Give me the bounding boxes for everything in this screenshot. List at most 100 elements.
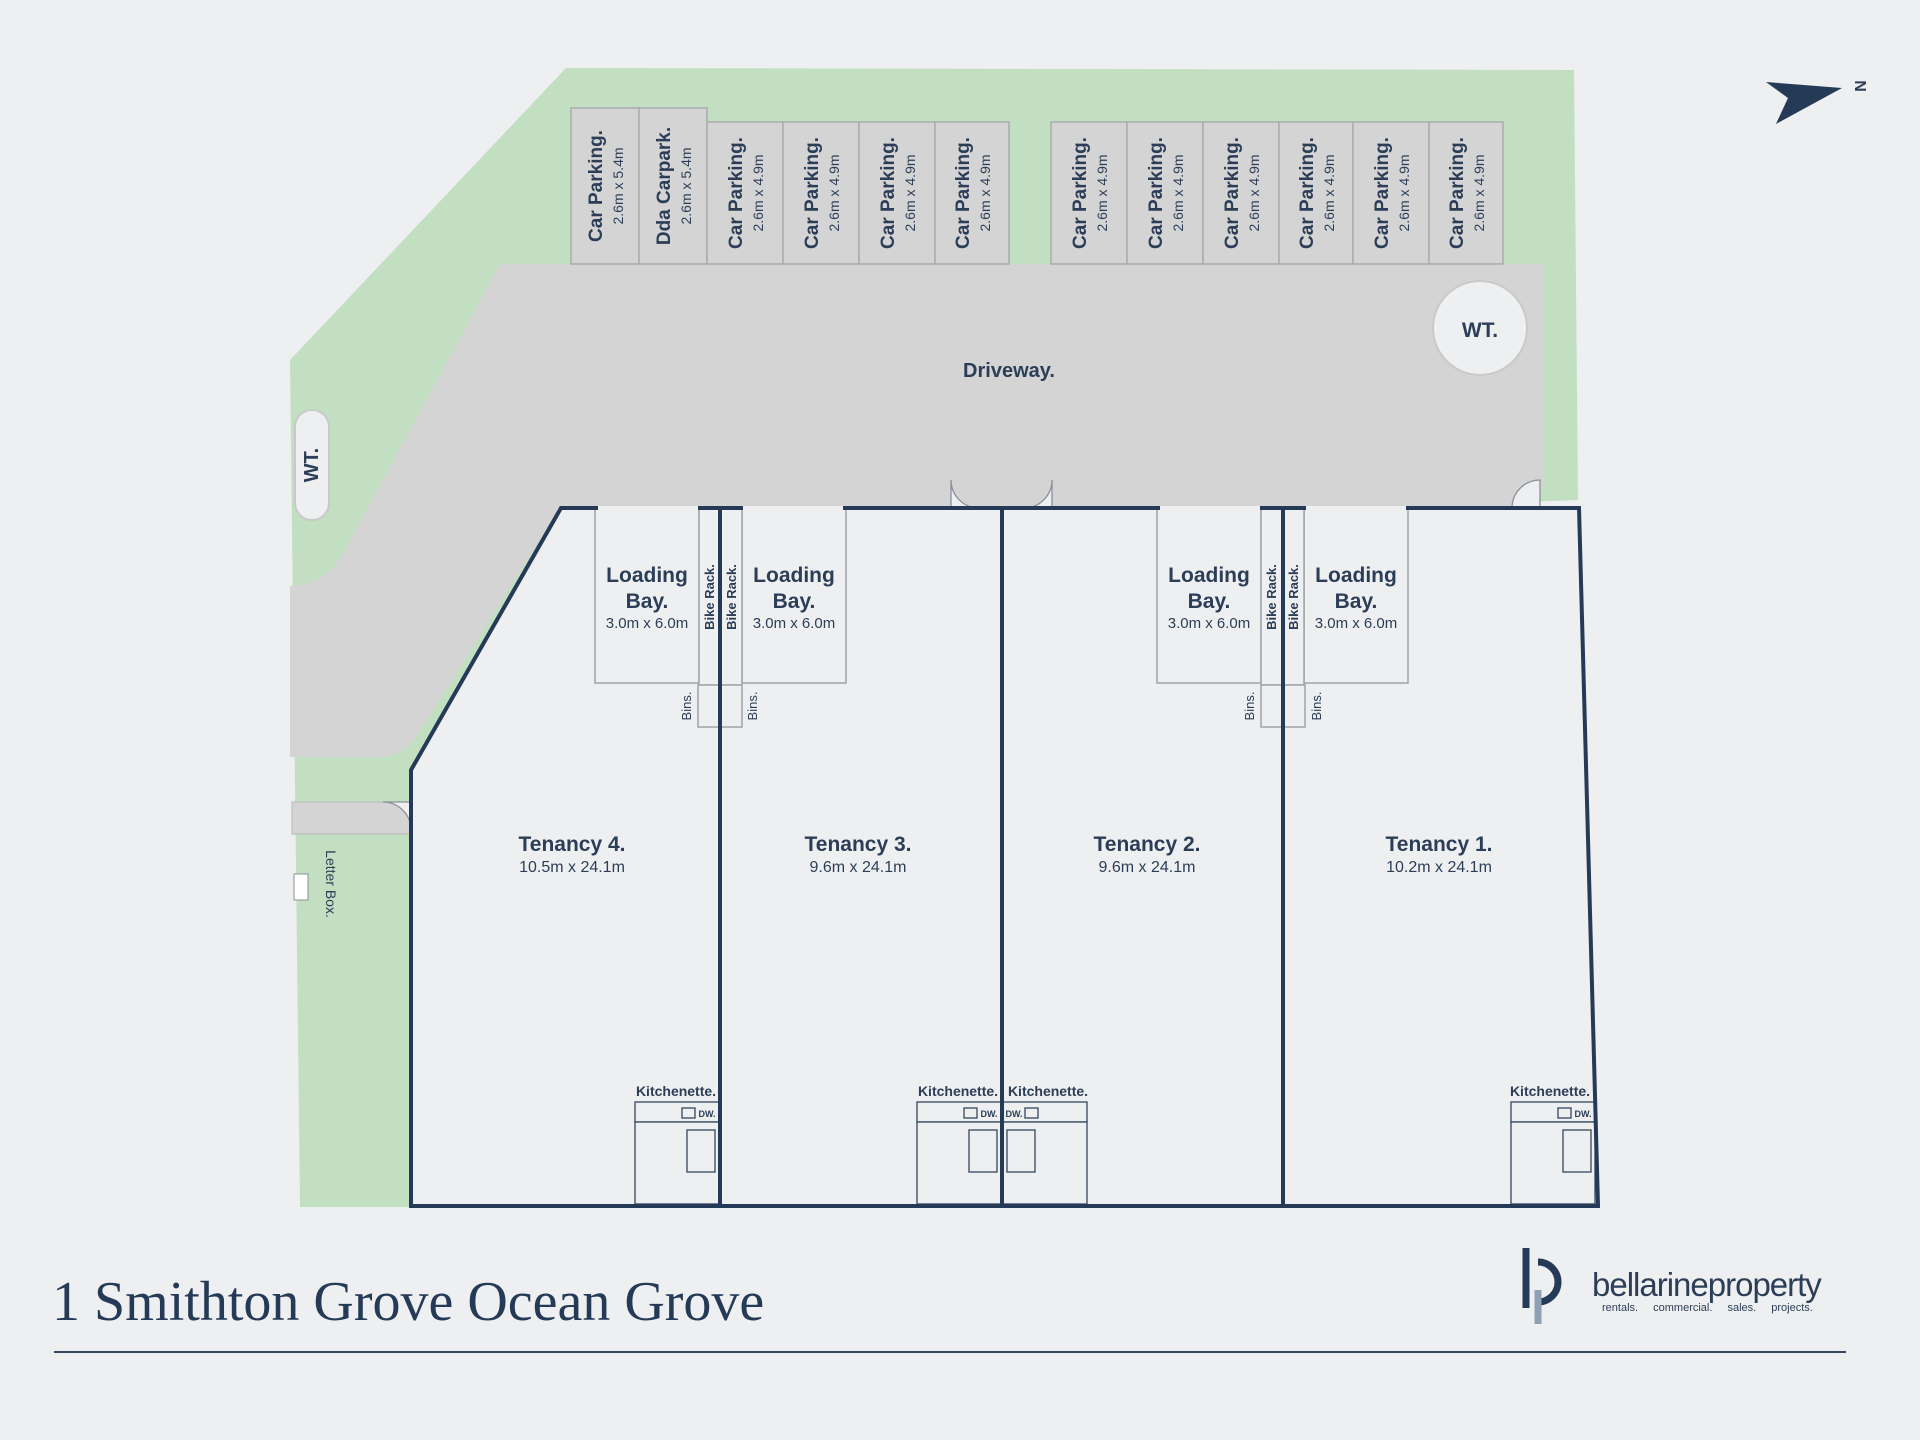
dishwasher-label: DW. <box>981 1109 998 1119</box>
parking-label: Car Parking. <box>1297 137 1318 249</box>
footer-divider <box>54 1351 1846 1353</box>
parking-size: 2.6m x 4.9m <box>1321 154 1337 231</box>
letter-box <box>293 873 309 901</box>
kitchenettes <box>634 1101 1596 1205</box>
parking-label: Car Parking. <box>1146 137 1167 249</box>
brand-tagline: rentals. commercial. sales. projects. <box>1602 1302 1813 1314</box>
driveway-strip <box>291 801 411 835</box>
bins <box>1282 684 1306 728</box>
dishwasher-label: DW. <box>1006 1109 1023 1119</box>
tenancy-size: 9.6m x 24.1m <box>810 859 907 876</box>
parking-size: 2.6m x 4.9m <box>1396 154 1412 231</box>
loading-bay-size: 3.0m x 6.0m <box>1315 615 1398 632</box>
parking-label: Car Parking. <box>1070 137 1091 249</box>
parking-bay <box>638 107 708 265</box>
kitchenette-label: Kitchenette. <box>1510 1083 1590 1099</box>
compass-arrow-icon <box>1766 82 1842 124</box>
bike-rack-label: Bike Rack. <box>1264 564 1279 630</box>
parking-size: 2.6m x 5.4m <box>678 147 694 224</box>
bins <box>697 684 721 728</box>
parking-label: Car Parking. <box>586 130 607 242</box>
parking-bay <box>858 121 936 265</box>
loading-bay-title: Bay. <box>626 590 669 613</box>
loading-bay-size: 3.0m x 6.0m <box>753 615 836 632</box>
tenancy-labels: Tenancy 4. 10.5m x 24.1m Tenancy 3. 9.6m… <box>519 833 1493 876</box>
outer-wall <box>409 506 1601 1208</box>
driveway <box>290 264 1544 757</box>
kitchenette-label: Kitchenette. <box>918 1083 998 1099</box>
kitchenette-label: Kitchenette. <box>636 1083 716 1099</box>
toilet-cubicle <box>968 1129 998 1173</box>
parking-label: Car Parking. <box>878 137 899 249</box>
parking-bay <box>1126 121 1204 265</box>
parking-size: 2.6m x 4.9m <box>750 154 766 231</box>
parking-size: 2.6m x 4.9m <box>1170 154 1186 231</box>
door-swings <box>382 479 1541 831</box>
bike-rack-label: Bike Rack. <box>724 564 739 630</box>
tenancy-size: 10.2m x 24.1m <box>1386 859 1492 876</box>
kitchenette-label: Kitchenette. <box>1008 1083 1088 1099</box>
water-tank-label: WT. <box>1462 319 1498 342</box>
brand-name: bellarineproperty <box>1592 1266 1822 1303</box>
parking-label: Car Parking. <box>802 137 823 249</box>
compass-label: N <box>1851 80 1868 92</box>
tenancy-name: Tenancy 4. <box>519 833 626 856</box>
loading-bay-title: Bay. <box>773 590 816 613</box>
parking-labels: Car Parking. 2.6m x 5.4m Dda Carpark. 2.… <box>586 127 1487 249</box>
bins <box>719 684 743 728</box>
parking-bay <box>1202 121 1280 265</box>
bins-label: Bins. <box>1242 692 1257 721</box>
loading-bay-title: Loading <box>753 564 835 587</box>
tenancy-name: Tenancy 3. <box>805 833 912 856</box>
dishwasher <box>681 1107 696 1119</box>
loading-bay <box>1156 507 1262 684</box>
bike-rack-label: Bike Rack. <box>702 564 717 630</box>
parking-left-group <box>570 107 1010 265</box>
loading-bay <box>741 507 847 684</box>
property-address-title: 1 Smithton Grove Ocean Grove <box>52 1271 765 1333</box>
letter-box-label: Letter Box. <box>323 850 339 918</box>
loading-bay-title: Loading <box>1168 564 1250 587</box>
bins-label: Bins. <box>745 692 760 721</box>
loading-bay-title: Loading <box>606 564 688 587</box>
kitchenette-labels: Kitchenette. Kitchenette. Kitchenette. K… <box>636 1083 1592 1119</box>
dishwasher <box>1557 1107 1572 1119</box>
north-arrow: N <box>1766 80 1868 124</box>
parking-bay <box>782 121 860 265</box>
parking-size: 2.6m x 4.9m <box>977 154 993 231</box>
water-tank <box>1432 280 1528 376</box>
parking-size: 2.6m x 4.9m <box>1094 154 1110 231</box>
parking-label: Dda Carpark. <box>654 127 675 245</box>
parking-size: 2.6m x 4.9m <box>902 154 918 231</box>
parking-bay <box>1050 121 1128 265</box>
parking-bay <box>1278 121 1354 265</box>
parking-size: 2.6m x 4.9m <box>826 154 842 231</box>
water-tank-side-label: WT. <box>301 448 323 482</box>
dishwasher <box>1024 1107 1039 1119</box>
dishwasher <box>963 1107 978 1119</box>
loading-bay-labels: Loading Bay. 3.0m x 6.0m Loading Bay. 3.… <box>606 564 1398 720</box>
parking-label: Car Parking. <box>1447 137 1468 249</box>
parking-label: Car Parking. <box>1372 137 1393 249</box>
brand-monogram-icon <box>1522 1248 1562 1324</box>
toilet-cubicle <box>1006 1129 1036 1173</box>
parking-right-group <box>1050 121 1504 265</box>
parking-bay <box>1428 121 1504 265</box>
parking-bay <box>570 107 640 265</box>
toilet-cubicle <box>686 1129 716 1173</box>
tenancy-name: Tenancy 2. <box>1094 833 1201 856</box>
tenancy-size: 10.5m x 24.1m <box>519 859 625 876</box>
toilet-cubicle <box>1562 1129 1592 1173</box>
bike-rack-label: Bike Rack. <box>1286 564 1301 630</box>
parking-label: Car Parking. <box>726 137 747 249</box>
loading-bay-title: Bay. <box>1188 590 1231 613</box>
loading-bay-title: Loading <box>1315 564 1397 587</box>
building-walls <box>409 506 1601 1208</box>
building-floor <box>411 508 1598 1206</box>
bins-label: Bins. <box>1309 692 1324 721</box>
tenancy-name: Tenancy 1. <box>1386 833 1493 856</box>
loading-bay <box>1303 507 1409 684</box>
parking-size: 2.6m x 4.9m <box>1471 154 1487 231</box>
parking-size: 2.6m x 4.9m <box>1246 154 1262 231</box>
